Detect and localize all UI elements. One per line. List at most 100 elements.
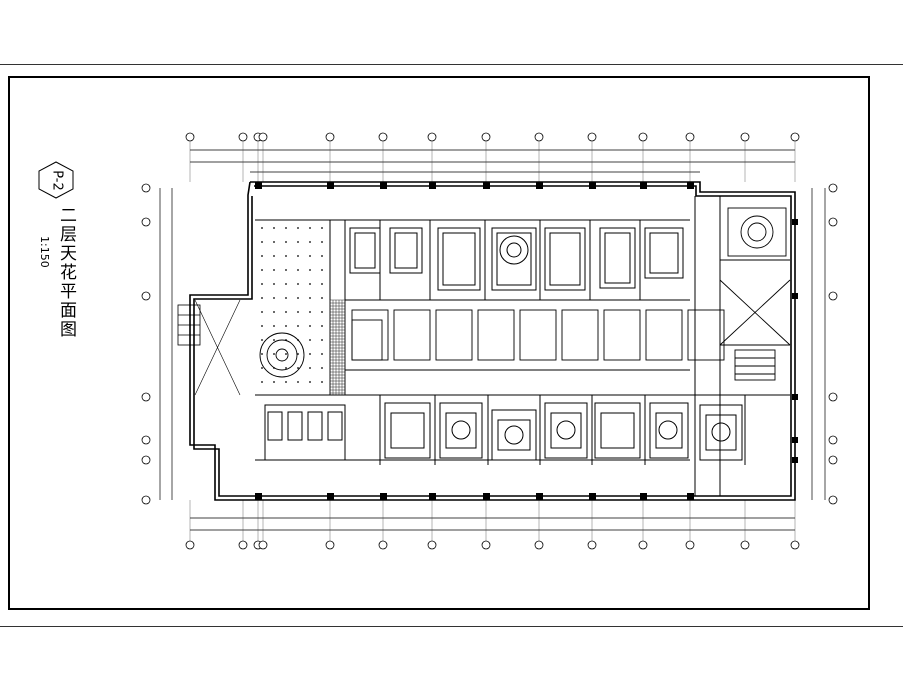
axis-bubble (534, 540, 544, 550)
ceiling-light (297, 283, 299, 285)
corridor-panel (477, 309, 515, 361)
ceiling-light (273, 283, 275, 285)
axis-bubble (141, 495, 151, 505)
axis-bubble (828, 217, 838, 227)
ceiling-light (309, 381, 311, 383)
column (380, 182, 387, 189)
axis-bubble (325, 132, 335, 142)
ceiling-panel (439, 402, 483, 459)
ceiling-light (261, 227, 263, 229)
ceiling-light (261, 367, 263, 369)
ceiling-light (297, 227, 299, 229)
column (792, 457, 798, 463)
ceiling-light (261, 381, 263, 383)
interior-walls (255, 196, 790, 496)
hall-diagonals (194, 299, 241, 396)
hall-ceiling-dots (261, 227, 323, 383)
ceiling-rosette (451, 420, 471, 440)
ceiling-light (273, 241, 275, 243)
grid-axis-bubbles-bottom (185, 500, 800, 550)
ceiling-panel (649, 402, 689, 459)
axis-bubble (325, 540, 335, 550)
corridor-panel (687, 309, 725, 361)
ceiling-light (285, 255, 287, 257)
column (429, 182, 436, 189)
axis-bubble (534, 132, 544, 142)
column (483, 493, 490, 500)
building-outline (189, 181, 796, 501)
ceiling-panel-inner (497, 419, 531, 451)
ceiling-light (261, 311, 263, 313)
ceiling-light (273, 297, 275, 299)
axis-bubble (238, 132, 248, 142)
ceiling-light (273, 339, 275, 341)
hall-rosette (259, 332, 305, 378)
ceiling-panel-inner (600, 412, 635, 449)
ceiling-panel-inner (445, 412, 477, 449)
ceiling-panel (594, 402, 641, 459)
axis-bubble (141, 183, 151, 193)
axis-bubble (638, 540, 648, 550)
column (640, 182, 647, 189)
ceiling-panel (491, 409, 537, 461)
ceiling-light (321, 311, 323, 313)
axis-bubble (238, 540, 248, 550)
structural-columns (255, 182, 798, 500)
axis-bubble (828, 392, 838, 402)
axis-bubble (828, 495, 838, 505)
corridor-panel (561, 309, 599, 361)
column (429, 493, 436, 500)
ceiling-panel-cell (287, 411, 303, 441)
column (792, 394, 798, 400)
column (536, 493, 543, 500)
ceiling-panel (264, 404, 346, 461)
column (380, 493, 387, 500)
column (687, 182, 694, 189)
ceiling-light (321, 367, 323, 369)
column (483, 182, 490, 189)
grid-axis-bubbles-left (141, 183, 151, 505)
ceiling-light (285, 283, 287, 285)
column (327, 182, 334, 189)
ceiling-light (285, 325, 287, 327)
column (640, 493, 647, 500)
axis-bubble (587, 132, 597, 142)
corridor-panel (393, 309, 431, 361)
ceiling-light (309, 367, 311, 369)
ceiling-light (273, 227, 275, 229)
ceiling-light (261, 269, 263, 271)
ceiling-rosette (658, 420, 678, 440)
axis-bubble (638, 132, 648, 142)
ceiling-light (297, 311, 299, 313)
ceiling-light (321, 381, 323, 383)
ceiling-rosette (556, 420, 576, 440)
right-wing-ceiling (719, 207, 791, 381)
ceiling-light (273, 353, 275, 355)
ceiling-light (261, 353, 263, 355)
axis-bubble (740, 540, 750, 550)
corridor-hatch (329, 299, 346, 395)
ceiling-panel (384, 402, 431, 459)
ceiling-panel-inner (549, 232, 581, 286)
sheet-symbol (36, 160, 76, 200)
ceiling-light (285, 367, 287, 369)
ceiling-panel-cell (267, 411, 283, 441)
ceiling-light (285, 269, 287, 271)
ceiling-rosette (711, 422, 731, 442)
ceiling-light (321, 297, 323, 299)
ceiling-light (321, 283, 323, 285)
axis-bubble (427, 132, 437, 142)
grid-axis-bubbles-top (185, 132, 800, 182)
ceiling-light (285, 227, 287, 229)
ceiling-light (309, 339, 311, 341)
ceiling-light (321, 269, 323, 271)
ceiling-light (285, 311, 287, 313)
ceiling-panel-inner (550, 412, 582, 449)
axis-bubble (427, 540, 437, 550)
drawing-scale: 1:150 (38, 236, 51, 268)
corridor-panel (603, 309, 641, 361)
drawing-title: 二层天花平面图 (56, 206, 76, 339)
ceiling-panel (699, 404, 743, 461)
left-stair (177, 304, 201, 346)
